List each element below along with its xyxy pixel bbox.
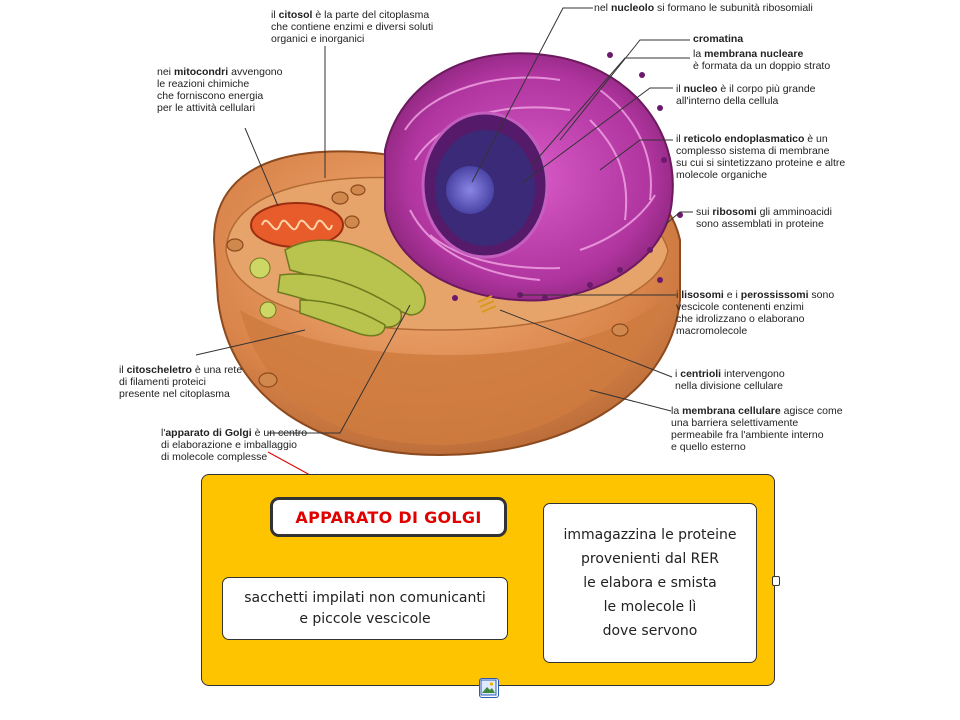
function-line: le elabora e smista [583,575,717,591]
label-line: nei mitocondri avvengono [157,66,283,78]
label-line: nella divisione cellulare [675,380,783,392]
label-line: presente nel citoplasma [119,388,230,400]
label-line: di elaborazione e imballaggio [161,439,298,451]
label-line: i centrioli intervengono [675,368,785,380]
label-line: sono assemblati in proteine [696,218,824,230]
label-line: una barriera selettivamente [671,417,799,429]
label-line: organici e inorganici [271,33,365,45]
label-line: all'interno della cellula [676,95,779,107]
label-line: le reazioni chimiche [157,78,250,90]
function-line: dove servono [602,623,698,639]
picture-icon [480,679,497,696]
label-line: l'apparato di Golgi è un centro [161,427,308,439]
function-line: provenienti dal RER [581,551,719,567]
label-line: sui ribosomi gli amminoacidi [696,206,832,218]
label-line: il citoscheletro è una rete [119,364,243,376]
label-line: molecole organiche [676,169,768,181]
label-nucleolo: nel nucleolo si formano le subunità ribo… [594,2,813,14]
label-line: su cui si sintetizzano proteine e altre [676,157,846,169]
label-line: di filamenti proteici [119,376,206,388]
label-line: la membrana nucleare [693,48,804,60]
golgi-apparatus [277,239,426,337]
function-line: le molecole lì [603,599,697,615]
concept-description-box[interactable]: sacchetti impilati non comunicanti e pic… [222,577,508,640]
centrioles [477,295,497,313]
label-line: cromatina [693,33,744,45]
label-line: il nucleo è il corpo più grande [676,83,816,95]
panel-resize-handle[interactable] [772,576,780,586]
label-line: il citosol è la parte del citoplasma [271,9,430,21]
label-line: nel nucleolo si formano le subunità ribo… [594,2,813,14]
nucleolus [446,166,494,214]
function-line: immagazzina le proteine [563,527,737,543]
label-cromatina: cromatina [693,33,743,45]
label-line: che idrolizzano o elaborano [676,313,805,325]
label-line: macromolecole [676,325,748,337]
label-line: permeabile fra l'ambiente interno [671,429,824,441]
concept-map-panel: APPARATO DI GOLGI sacchetti impilati non… [201,474,780,686]
label-line: per le attività cellulari [157,102,256,114]
label-line: vescicole contenenti enzimi [676,301,804,313]
label-line: e quello esterno [671,441,746,453]
label-line: i lisosomi e i perossissomi sono [676,289,835,301]
label-line: di molecole complesse [161,451,268,463]
label-line: complesso sistema di membrane [676,145,830,157]
label-line: il reticolo endoplasmatico è un [676,133,828,145]
concept-title: APPARATO DI GOLGI [295,507,482,527]
label-line: che contiene enzimi e diversi soluti [271,21,434,33]
image-attachment-icon[interactable] [479,678,499,698]
description-line: sacchetti impilati non comunicanti [244,589,486,606]
label-line: la membrana cellulare agisce come [671,405,843,417]
concept-title-box[interactable]: APPARATO DI GOLGI [270,497,507,537]
description-line: e piccole vescicole [299,610,431,627]
label-line: è formata da un doppio strato [693,60,831,72]
concept-function-box[interactable]: immagazzina le proteine provenienti dal … [543,503,757,663]
label-line: che forniscono energia [157,90,264,102]
